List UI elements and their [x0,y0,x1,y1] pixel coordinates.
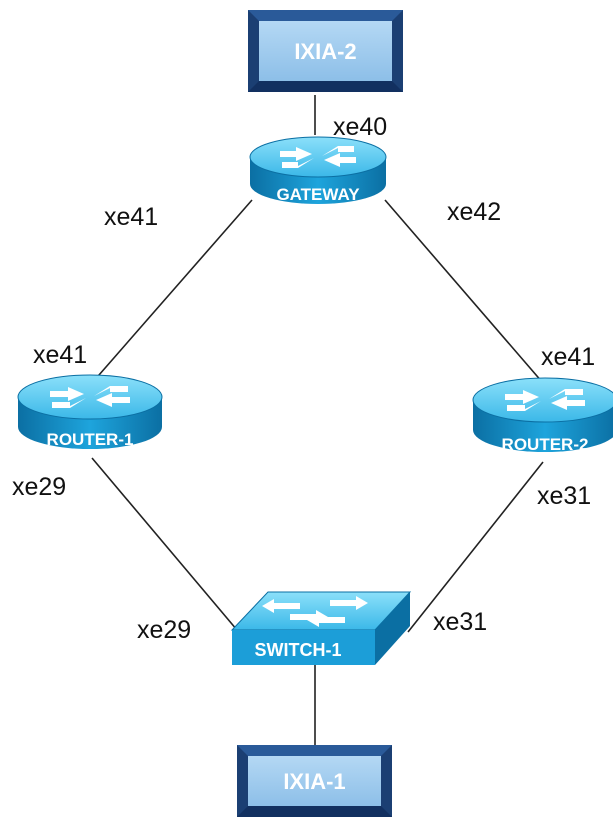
gateway-router-icon: GATEWAY [249,136,387,204]
ixia-2-label: IXIA-2 [294,39,356,64]
link-router2-switch1 [407,461,544,633]
port-label-gateway-xe40: xe40 [333,113,387,141]
port-label-gateway-xe41: xe41 [104,203,158,231]
router-1-icon: ROUTER-1 [17,374,163,449]
gateway-label: GATEWAY [276,185,360,204]
ixia-1-label: IXIA-1 [283,769,345,794]
port-label-router1-xe41: xe41 [33,341,87,369]
link-gateway-router1 [91,199,253,384]
port-label-router2-xe31: xe31 [537,482,591,510]
ixia-2-node: IXIA-2 [248,10,403,92]
switch-1-label: SWITCH-1 [255,640,342,660]
port-label-router1-xe29: xe29 [12,473,66,501]
link-gateway-router2 [384,199,544,384]
switch-1-icon: SWITCH-1 [230,591,412,665]
port-label-gateway-xe42: xe42 [447,198,501,226]
router-2-icon: ROUTER-2 [472,377,613,454]
link-router1-switch1 [91,457,238,631]
router-1-label: ROUTER-1 [47,430,134,449]
port-label-switch1-xe29: xe29 [137,616,191,644]
port-label-router2-xe41: xe41 [541,343,595,371]
router-2-label: ROUTER-2 [502,435,589,454]
ixia-1-node: IXIA-1 [237,745,392,817]
port-label-switch1-xe31: xe31 [433,608,487,636]
